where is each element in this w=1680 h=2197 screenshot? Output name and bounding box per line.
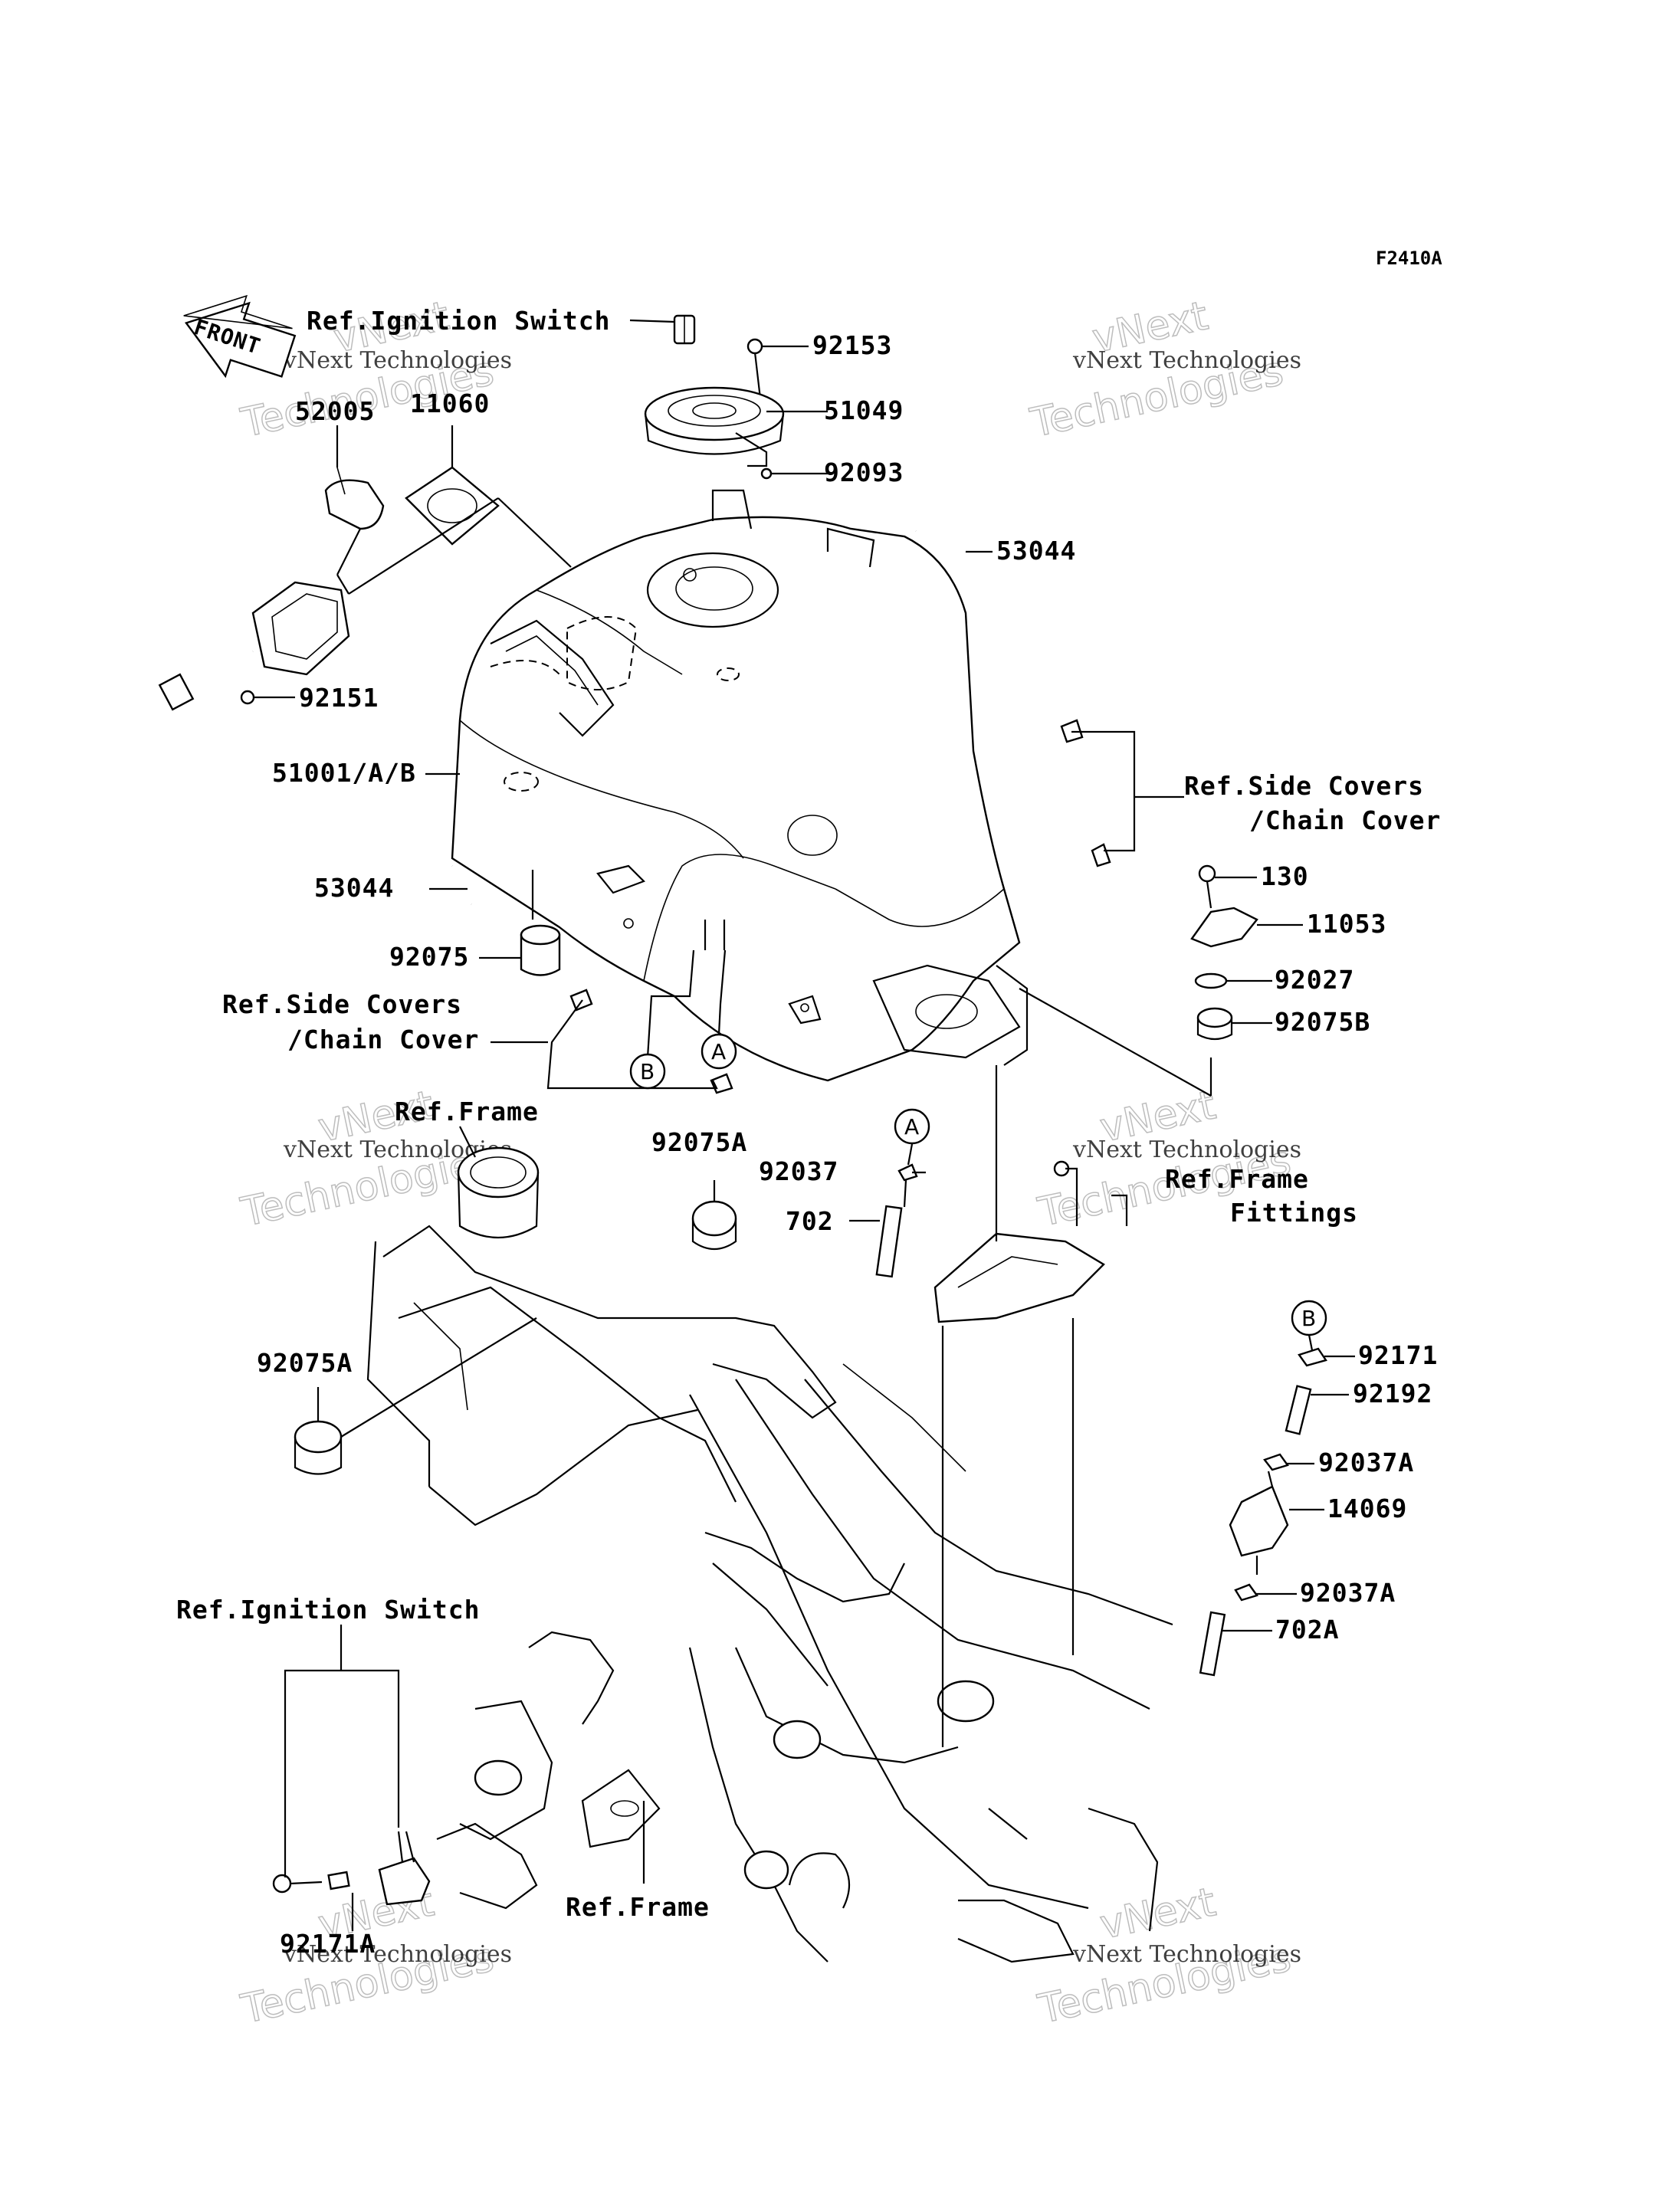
fuel-pump-assembly [158, 466, 500, 711]
label-ref-side-covers-right: Ref.Side Covers [1184, 771, 1424, 801]
marker-a-upper: A [701, 1033, 737, 1070]
label-ref-side-covers-left: Ref.Side Covers [222, 989, 462, 1019]
fuel-tank [451, 489, 1029, 1082]
label-ref-frame-bottom: Ref.Frame [566, 1892, 710, 1922]
watermark-text: vNext Technologies [283, 347, 512, 374]
part-labels: F2410A Ref.Ignition Switch 92153 51049 9… [176, 248, 1442, 1959]
label-92075a-upper: 92075A [651, 1127, 747, 1157]
watermark-text: vNext Technologies [1072, 1941, 1301, 1968]
label-52005: 52005 [295, 396, 375, 426]
marker-b-upper: B [629, 1053, 666, 1090]
label-92037a-upper: 92037A [1318, 1448, 1414, 1477]
label-53044-top: 53044 [996, 536, 1076, 566]
label-92171: 92171 [1358, 1340, 1438, 1370]
label-130: 130 [1261, 861, 1309, 891]
label-chain-cover-left: /Chain Cover [287, 1025, 479, 1054]
marker-b-label: B [1301, 1306, 1316, 1331]
label-14069: 14069 [1327, 1494, 1407, 1523]
marker-a-lower: A [894, 1108, 930, 1145]
label-92171a: 92171A [280, 1929, 376, 1959]
label-fittings: Fittings [1230, 1198, 1358, 1228]
marker-a-label: A [904, 1114, 919, 1139]
label-ref-frame-top: Ref.Frame [395, 1097, 539, 1126]
ignition-switch-assembly [272, 1631, 661, 1910]
label-92075: 92075 [389, 942, 469, 972]
watermark-text: vNext Technologies [283, 1941, 512, 1968]
watermark-bottom-right: Technologies vNext vNext Technologies [1034, 1879, 1302, 2034]
label-702: 702 [786, 1206, 834, 1236]
label-92037a-lower: 92037A [1300, 1578, 1396, 1608]
label-chain-cover-right: /Chain Cover [1249, 805, 1441, 835]
leader-lines [254, 319, 1355, 1931]
label-51001: 51001/A/B [272, 758, 416, 788]
right-side-parts [450, 529, 1327, 1677]
label-11053: 11053 [1307, 909, 1386, 939]
label-702a: 702A [1275, 1615, 1339, 1644]
label-92027: 92027 [1275, 965, 1354, 995]
watermark-top-right: Technologies vNext vNext Technologies [1026, 293, 1302, 448]
label-ref-frame-fittings: Ref.Frame [1165, 1164, 1309, 1194]
label-ref-ignition-switch-top: Ref.Ignition Switch [307, 306, 611, 336]
diagram-code: F2410A [1376, 248, 1442, 269]
label-92037: 92037 [759, 1156, 838, 1186]
label-92192: 92192 [1353, 1379, 1432, 1408]
label-53044-lower: 53044 [314, 873, 394, 903]
watermark-text: vNext Technologies [1072, 347, 1301, 374]
label-11060: 11060 [410, 389, 490, 418]
frame [294, 1146, 1173, 1963]
label-92153: 92153 [812, 330, 892, 360]
watermark-text: vNext Technologies [1072, 1136, 1301, 1163]
front-arrow-icon: FRONT [183, 294, 297, 379]
label-92075a-lower: 92075A [257, 1348, 353, 1378]
marker-a-label: A [711, 1039, 726, 1064]
label-92151: 92151 [299, 683, 379, 713]
label-ref-ignition-switch-bottom: Ref.Ignition Switch [176, 1595, 481, 1625]
label-51049: 51049 [824, 395, 904, 425]
label-92075b: 92075B [1275, 1007, 1370, 1037]
label-92093: 92093 [824, 457, 904, 487]
marker-b-label: B [640, 1059, 655, 1084]
watermark-text: vNext [1096, 1879, 1219, 1948]
fuel-cap-assembly [644, 314, 785, 480]
marker-b-lower: B [1291, 1300, 1327, 1336]
